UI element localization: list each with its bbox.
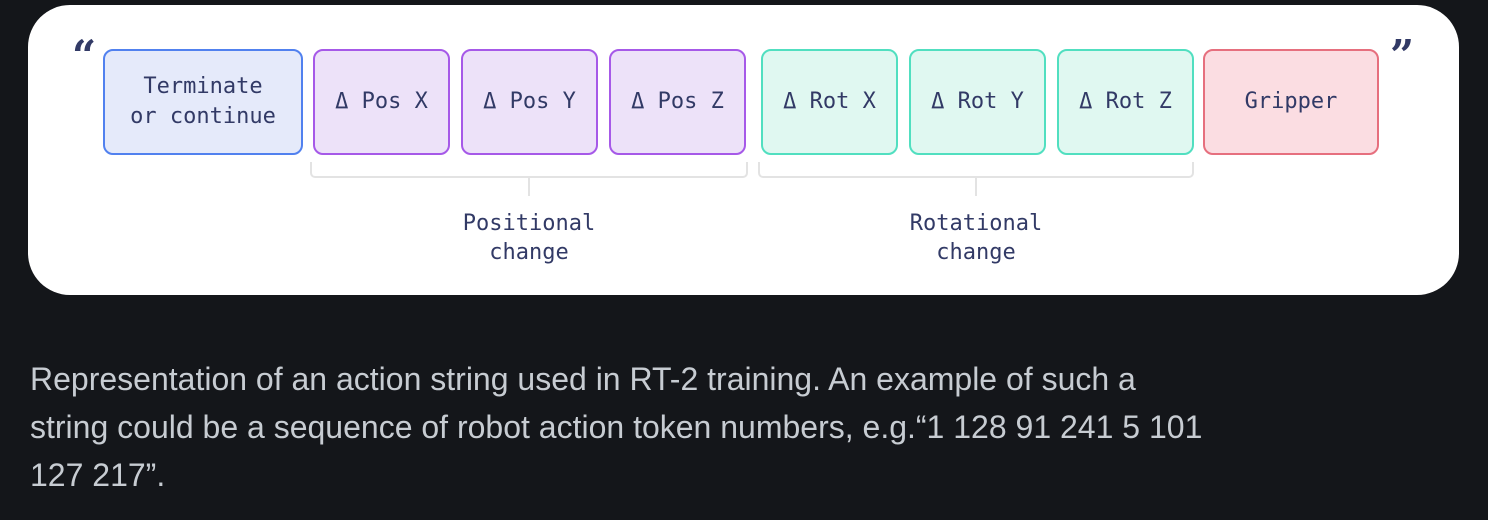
caption-line: string could be a sequence of robot acti…	[30, 409, 1203, 445]
token-delta-pos-z: Δ Pos Z	[609, 49, 746, 155]
figure-caption: Representation of an action string used …	[30, 355, 1470, 499]
token-delta-pos-x: Δ Pos X	[313, 49, 450, 155]
token-label-line: Δ Pos X	[335, 89, 428, 114]
bracket-label-line: Rotational	[909, 211, 1043, 236]
token-label-line: Δ Pos Z	[631, 89, 724, 114]
token-delta-rot-x: Δ Rot X	[761, 49, 898, 155]
token-terminate-or-continue: Terminate or continue	[103, 49, 303, 155]
token-label-line: Gripper	[1244, 89, 1338, 114]
caption-line: 127 217”.	[30, 457, 166, 493]
bracket-label-line: change	[489, 240, 569, 265]
token-label-line: Δ Rot Y	[931, 89, 1024, 114]
token-delta-pos-y: Δ Pos Y	[461, 49, 598, 155]
token-label-line: Terminate	[143, 74, 263, 99]
token-label-line: Δ Pos Y	[483, 89, 576, 114]
token-gripper: Gripper	[1203, 49, 1379, 155]
figure-card: “ Terminate or continue Δ Pos X Δ Pos Y …	[28, 5, 1459, 295]
bracket-label-line: Positional	[462, 211, 596, 236]
open-quote-mark: “	[72, 31, 97, 80]
token-label-line: or continue	[130, 104, 276, 129]
token-delta-rot-z: Δ Rot Z	[1057, 49, 1194, 155]
token-delta-rot-y: Δ Rot Y	[909, 49, 1046, 155]
bracket-label-line: change	[936, 240, 1016, 265]
positional-change-label: Positional change	[379, 209, 679, 267]
token-label-line: Δ Rot X	[783, 89, 876, 114]
rotational-change-label: Rotational change	[826, 209, 1126, 267]
caption-line: Representation of an action string used …	[30, 361, 1136, 397]
positional-group-bracket	[310, 162, 748, 196]
token-label-line: Δ Rot Z	[1079, 89, 1172, 114]
rotational-group-bracket	[758, 162, 1194, 196]
close-quote-mark: ”	[1390, 31, 1415, 80]
